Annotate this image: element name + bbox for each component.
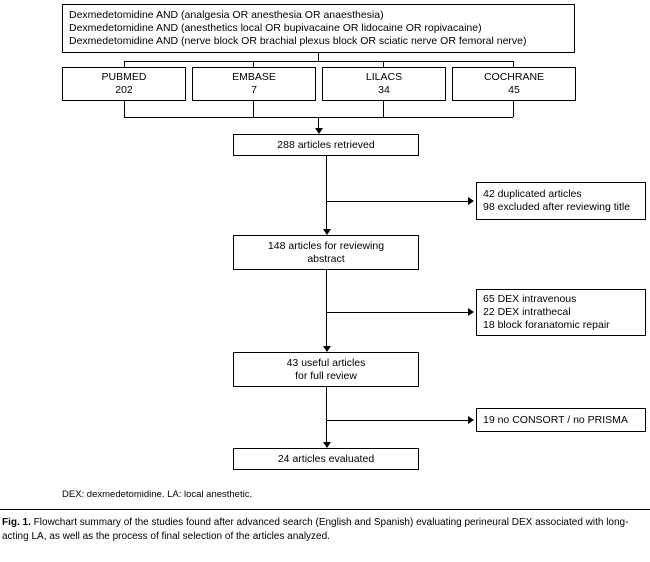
excluded-2-line-3: 18 block foranatomic repair <box>483 319 610 331</box>
connector-abstract-trunk <box>326 270 327 348</box>
arrow-to-excluded-2 <box>468 308 474 316</box>
database-count-cochrane: 45 <box>508 84 520 96</box>
connector-bus-to-lilacs <box>383 61 384 67</box>
excluded-2-line-2: 22 DEX intrathecal <box>483 306 571 318</box>
connector-branch-excluded-2 <box>326 312 470 313</box>
database-name-embase: EMBASE <box>232 71 276 83</box>
figure-caption: Fig. 1. Flowchart summary of the studies… <box>2 516 632 543</box>
evaluated-label: 24 articles evaluated <box>277 452 375 465</box>
abbreviation-legend: DEX: dexmedetomidine. LA: local anesthet… <box>62 489 253 500</box>
useful-line-1: 43 useful articles <box>286 356 366 369</box>
connector-pubmed-down <box>124 101 125 117</box>
database-count-pubmed: 202 <box>115 84 133 96</box>
connector-useful-trunk <box>326 387 327 444</box>
figure-caption-text: Flowchart summary of the studies found a… <box>2 517 629 542</box>
connector-embase-down <box>253 101 254 117</box>
search-strategy-line-2: Dexmedetomidine AND (anesthetics local O… <box>69 22 482 34</box>
arrow-to-retrieved <box>315 128 323 134</box>
retrieved-box: 288 articles retrieved <box>233 134 419 156</box>
database-name-pubmed: PUBMED <box>101 71 147 83</box>
useful-articles-box: 43 useful articles for full review <box>233 352 419 387</box>
useful-line-2: for full review <box>295 369 357 382</box>
arrow-to-abstract-review <box>323 229 331 235</box>
connector-search-to-bus <box>318 53 319 61</box>
excluded-1-line-2: 98 excluded after reviewing title <box>483 201 631 213</box>
retrieved-label: 288 articles retrieved <box>277 138 375 151</box>
connector-bus-to-embase <box>253 61 254 67</box>
abstract-review-line-1: 148 articles for reviewing <box>267 239 385 252</box>
connector-bus-to-cochrane <box>513 61 514 67</box>
database-count-embase: 7 <box>251 84 257 96</box>
connector-database-bus <box>124 61 513 62</box>
connector-lilacs-down <box>383 101 384 117</box>
abstract-review-box: 148 articles for reviewing abstract <box>233 235 419 270</box>
database-name-cochrane: COCHRANE <box>483 71 545 83</box>
database-name-lilacs: LILACS <box>365 71 403 83</box>
search-strategy-box: Dexmedetomidine AND (analgesia OR anesth… <box>62 4 575 53</box>
excluded-1-line-1: 42 duplicated articles <box>483 188 582 200</box>
excluded-3-line-1: 19 no CONSORT / no PRISMA <box>483 413 628 426</box>
abstract-review-line-2: abstract <box>307 252 345 265</box>
search-strategy-line-1: Dexmedetomidine AND (analgesia OR anesth… <box>69 9 384 21</box>
excluded-box-3: 19 no CONSORT / no PRISMA <box>476 408 646 432</box>
connector-retrieved-trunk <box>326 156 327 231</box>
excluded-box-1: 42 duplicated articles 98 excluded after… <box>476 182 646 220</box>
connector-merge-to-retrieved <box>318 117 319 130</box>
excluded-2-line-1: 65 DEX intravenous <box>483 293 577 305</box>
arrow-to-excluded-1 <box>468 197 474 205</box>
connector-bus-to-pubmed <box>124 61 125 67</box>
search-strategy-line-3: Dexmedetomidine AND (nerve block OR brac… <box>69 35 527 47</box>
connector-branch-excluded-1 <box>326 201 470 202</box>
database-box-pubmed: PUBMED 202 <box>62 67 186 101</box>
arrow-to-useful <box>323 346 331 352</box>
database-box-cochrane: COCHRANE 45 <box>452 67 576 101</box>
connector-branch-excluded-3 <box>326 420 470 421</box>
arrow-to-evaluated <box>323 442 331 448</box>
database-box-lilacs: LILACS 34 <box>322 67 446 101</box>
database-box-embase: EMBASE 7 <box>192 67 316 101</box>
connector-cochrane-down <box>513 101 514 117</box>
evaluated-box: 24 articles evaluated <box>233 448 419 470</box>
figure-caption-label: Fig. 1. <box>2 517 31 528</box>
arrow-to-excluded-3 <box>468 416 474 424</box>
database-count-lilacs: 34 <box>378 84 390 96</box>
caption-divider <box>0 509 650 510</box>
excluded-box-2: 65 DEX intravenous 22 DEX intrathecal 18… <box>476 289 646 336</box>
